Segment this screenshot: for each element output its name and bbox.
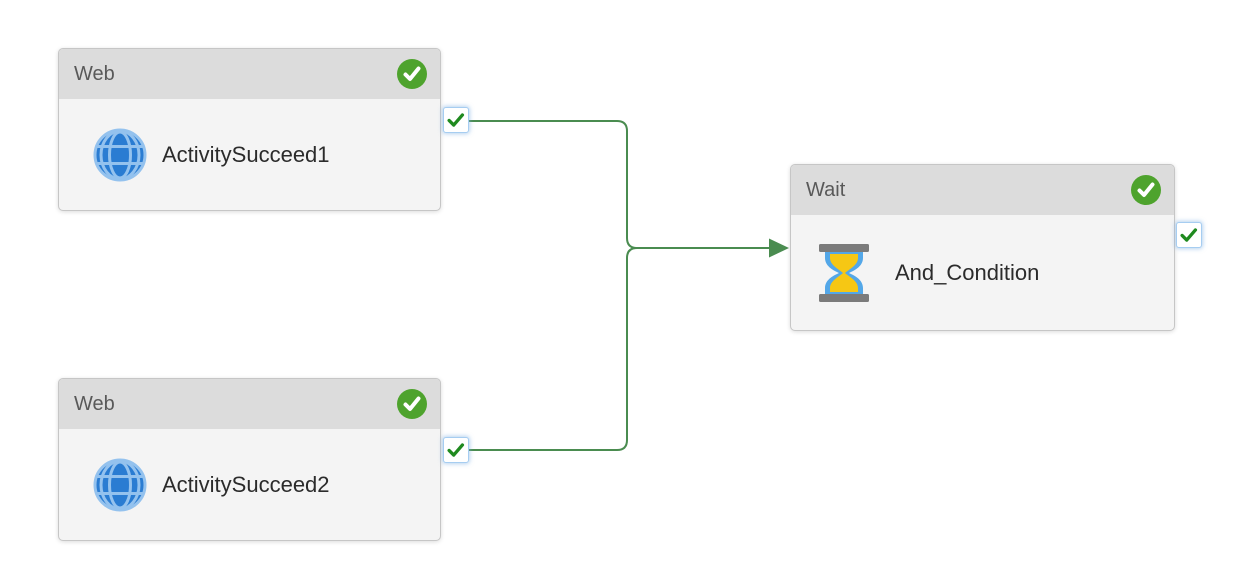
activity-type-label: Web [74, 392, 115, 415]
port-check-icon [447, 443, 465, 457]
node-body: ActivitySucceed2 [59, 429, 440, 540]
output-port-checkbox[interactable] [1176, 222, 1202, 248]
success-check-badge-icon [1131, 175, 1161, 205]
success-check-badge-icon [397, 59, 427, 89]
success-check-badge-icon [397, 389, 427, 419]
activity-node-activitysucceed2[interactable]: Web ActivitySucceed2 [58, 378, 469, 541]
node-header: Wait [791, 165, 1174, 215]
activity-name-label: ActivitySucceed1 [162, 141, 330, 167]
node-header: Web [59, 49, 440, 99]
output-port-checkbox[interactable] [443, 107, 469, 133]
activity-name-label: And_Condition [895, 259, 1040, 285]
connector-success-1[interactable] [468, 120, 770, 249]
port-check-icon [1180, 228, 1198, 242]
output-port-checkbox[interactable] [443, 437, 469, 463]
activity-name-label: ActivitySucceed2 [162, 471, 330, 497]
activity-type-label: Web [74, 62, 115, 85]
node-body: ActivitySucceed1 [59, 99, 440, 210]
activity-node-and-condition[interactable]: Wait And_Condition [790, 164, 1202, 331]
globe-icon [93, 128, 147, 181]
node-body: And_Condition [791, 215, 1174, 330]
port-check-icon [447, 113, 465, 127]
node-header: Web [59, 379, 440, 429]
hourglass-icon [819, 243, 869, 302]
activity-type-label: Wait [806, 178, 846, 201]
globe-icon [93, 458, 147, 511]
connector-arrowhead-icon [769, 238, 789, 258]
connector-success-2[interactable] [468, 247, 770, 451]
activity-node-activitysucceed1[interactable]: Web ActivitySucceed1 [58, 48, 469, 211]
